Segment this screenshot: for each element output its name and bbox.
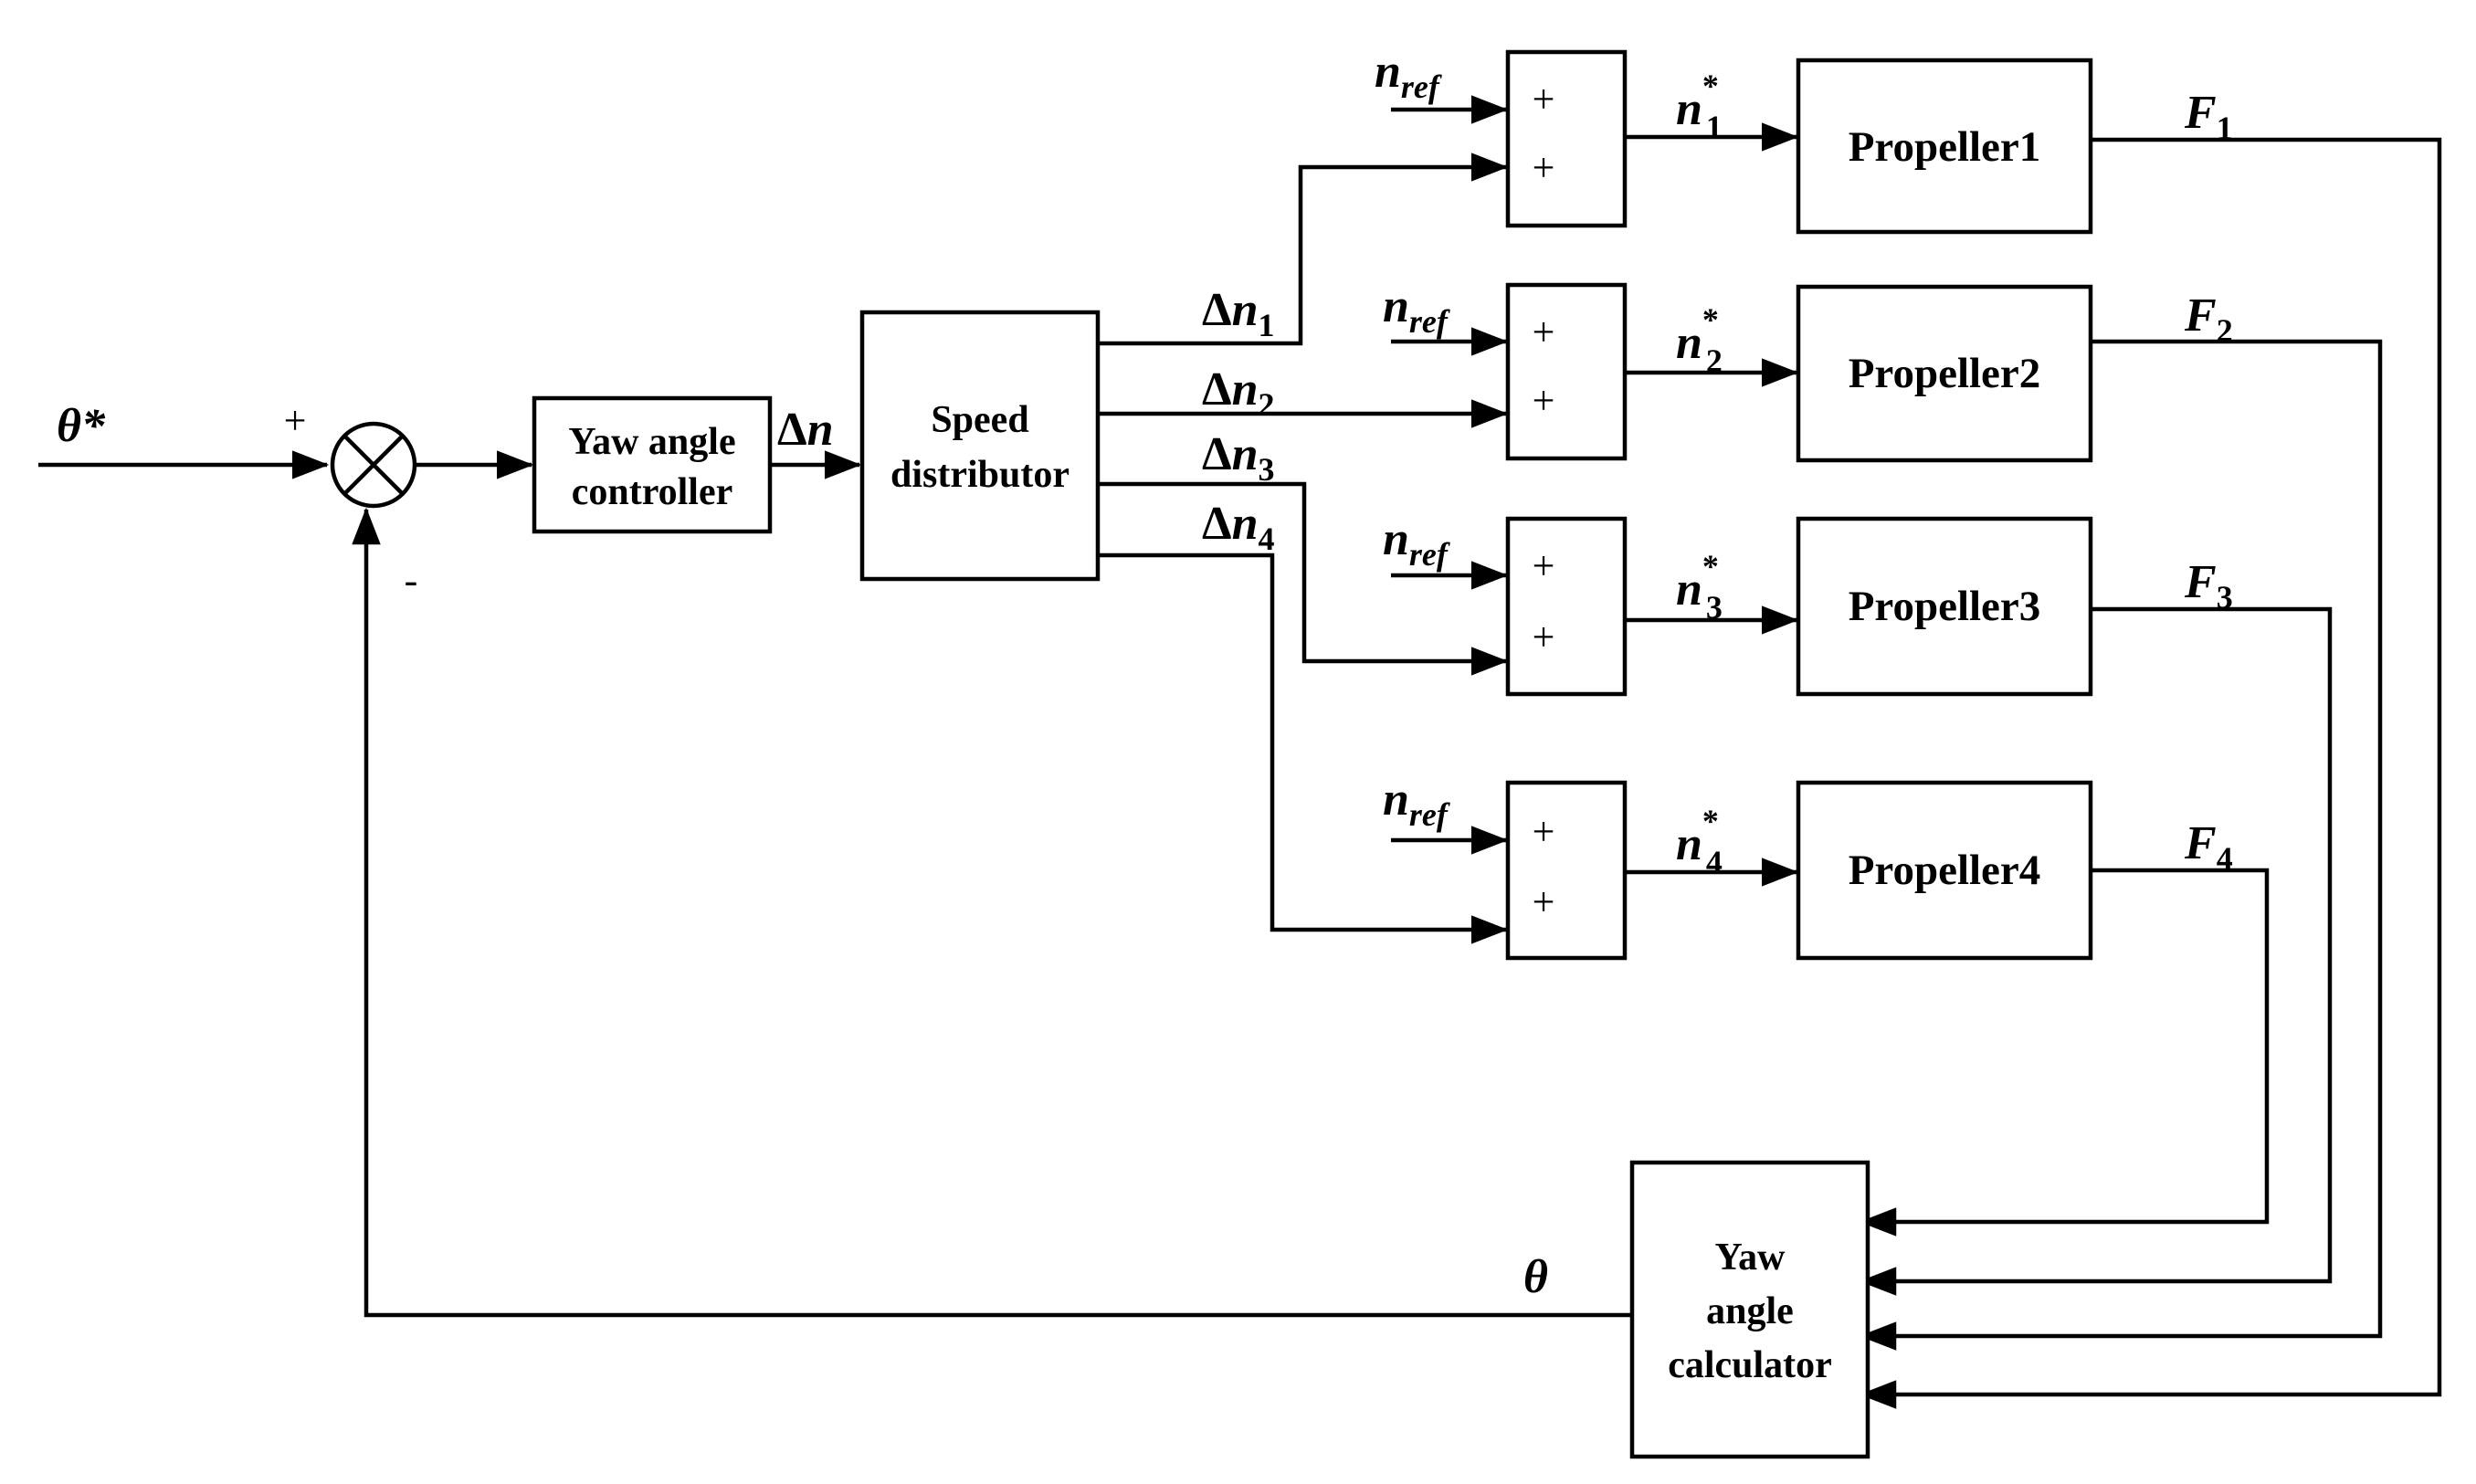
adder4-bottom-sign: +: [1533, 879, 1555, 924]
force-f2-wire: [1859, 339, 2383, 1351]
delta-n4-wire: [1098, 553, 1509, 944]
junction-minus-sign: -: [405, 558, 418, 603]
adder3-bottom-sign: +: [1533, 615, 1555, 659]
adder1-bottom-sign: +: [1533, 145, 1555, 190]
adder3-top-sign: +: [1533, 543, 1555, 588]
setpoint-n3-label: n*3: [1676, 548, 1723, 626]
feedback-theta-label: θ: [1523, 1251, 1548, 1303]
speed-distributor-block: [859, 310, 1101, 582]
force-f4-wire: [1859, 868, 2270, 1237]
controller-label-line1: Yaw angle: [568, 421, 735, 463]
adder2-top-sign: +: [1533, 310, 1555, 354]
force-f3-wire: [1859, 606, 2333, 1296]
propeller3-block: [1796, 516, 2093, 697]
calculator-label-line1: Yaw: [1714, 1237, 1786, 1279]
nref4-label: nref: [1383, 774, 1450, 833]
adder4-block: [1505, 780, 1628, 961]
propeller2-block: [1796, 284, 2093, 463]
propeller4-block: [1796, 780, 2093, 961]
force-f4-label: F4: [2184, 817, 2233, 877]
adder1-block: [1505, 49, 1628, 228]
propeller3-label: Propeller3: [1849, 583, 2041, 630]
force-f1-label: F1: [2184, 87, 2233, 146]
setpoint-n1-label: n*1: [1676, 68, 1723, 145]
force-f3-label: F3: [2184, 556, 2233, 616]
calculator-label-line2: angle: [1706, 1290, 1794, 1332]
junction-plus-sign: +: [284, 398, 307, 443]
propeller1-block: [1796, 58, 2093, 235]
summing-junction: [330, 421, 417, 509]
nref1-label: nref: [1375, 46, 1442, 105]
propeller1-label: Propeller1: [1849, 123, 2041, 171]
calculator-label-line3: calculator: [1668, 1344, 1832, 1386]
force-f1-wire: [1859, 137, 2442, 1409]
delta-n-label: Δn: [777, 404, 834, 456]
delta-n2-label: Δn2: [1202, 363, 1275, 423]
controller-label-line2: controller: [572, 471, 733, 513]
yaw-angle-controller-block: [532, 395, 773, 534]
input-theta-star-label: θ*: [57, 400, 106, 452]
distributor-label-line2: distributor: [890, 454, 1069, 496]
delta-n3-wire: [1098, 481, 1509, 676]
adder2-block: [1505, 282, 1628, 461]
adder3-block: [1505, 516, 1628, 697]
propeller2-label: Propeller2: [1849, 350, 2041, 397]
setpoint-n4-label: n*4: [1676, 803, 1723, 880]
nref3-label: nref: [1383, 513, 1450, 573]
delta-n1-wire: [1098, 153, 1509, 346]
nref2-label: nref: [1383, 280, 1450, 340]
distributor-label-line1: Speed: [931, 399, 1028, 441]
delta-n1-label: Δn1: [1202, 284, 1275, 343]
adder1-top-sign: +: [1533, 77, 1555, 121]
delta-n3-label: Δn3: [1202, 428, 1275, 488]
yaw-angle-calculator-block: [1629, 1160, 1870, 1459]
adder2-bottom-sign: +: [1533, 378, 1555, 423]
propeller4-label: Propeller4: [1849, 847, 2041, 894]
delta-n4-label: Δn4: [1202, 498, 1275, 557]
adder4-top-sign: +: [1533, 809, 1555, 854]
feedback-theta-wire: [352, 507, 1632, 1318]
force-f2-label: F2: [2184, 289, 2233, 349]
setpoint-n2-label: n*2: [1676, 301, 1723, 379]
